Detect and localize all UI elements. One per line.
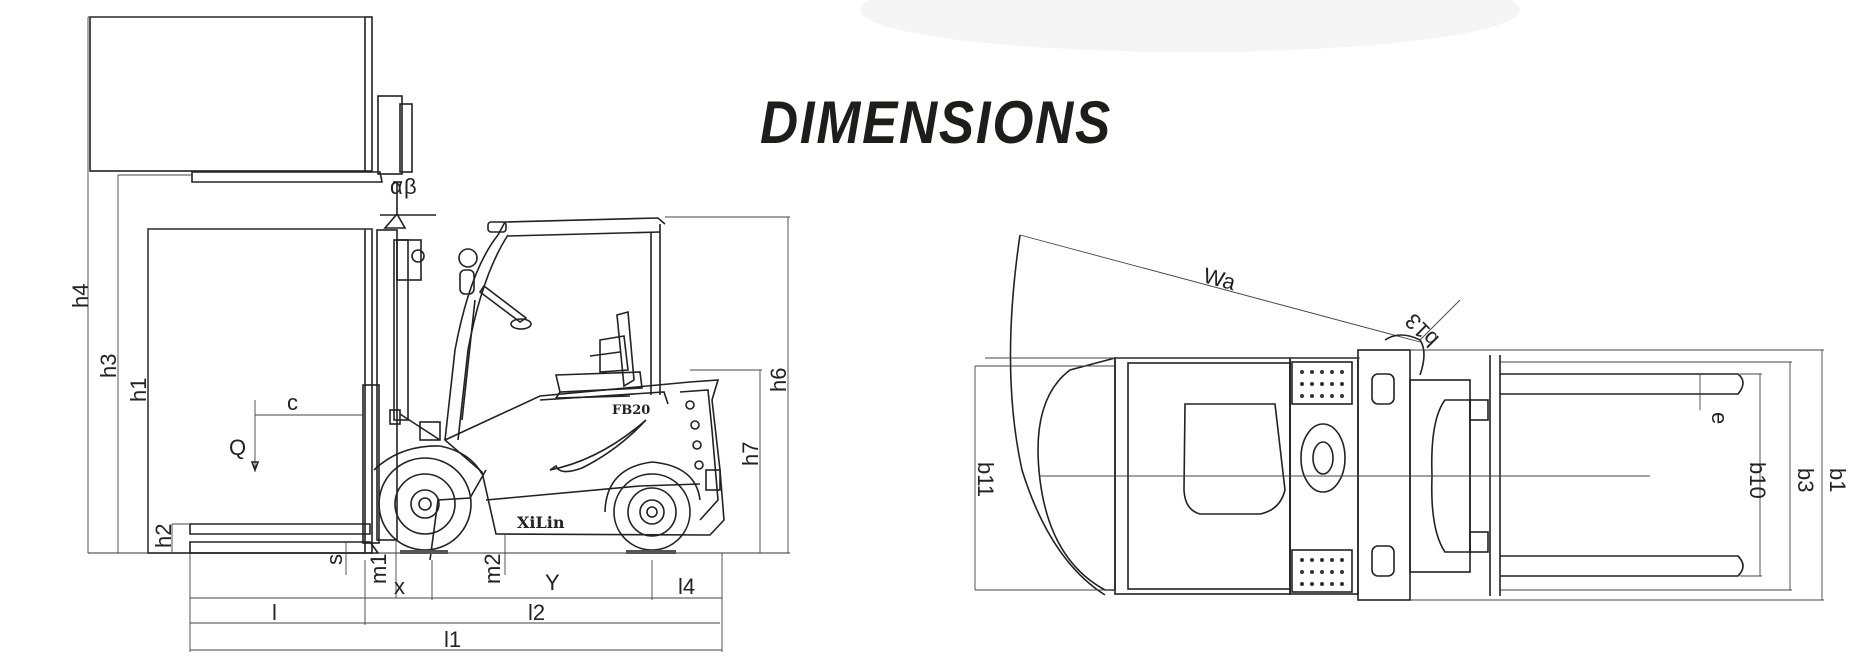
front-wheel-right bbox=[1371, 545, 1395, 577]
model-badge: FB20 bbox=[612, 403, 650, 418]
step-right bbox=[1291, 549, 1353, 593]
turning-arc bbox=[1009, 234, 1106, 596]
overhead-guard bbox=[444, 217, 666, 441]
label-c: c bbox=[287, 390, 298, 415]
label-b11: b11 bbox=[973, 462, 998, 497]
background-blob bbox=[860, 0, 1520, 52]
label-h2: h2 bbox=[151, 524, 176, 548]
label-Y: Y bbox=[545, 570, 560, 595]
label-h4: h4 bbox=[68, 284, 93, 308]
top-view-dimensions bbox=[974, 349, 1824, 601]
label-m1: m1 bbox=[366, 553, 391, 584]
label-h1: h1 bbox=[126, 378, 151, 402]
brand-text: XiLin bbox=[517, 513, 565, 532]
b13-line bbox=[1419, 299, 1461, 341]
label-Q: Q bbox=[229, 435, 246, 460]
label-b10: b10 bbox=[1745, 462, 1770, 499]
label-h3: h3 bbox=[96, 354, 121, 378]
label-b3: b3 bbox=[1793, 468, 1818, 492]
label-h7: h7 bbox=[738, 442, 763, 466]
vertical-dimensions bbox=[87, 16, 790, 575]
operator-seat bbox=[554, 310, 643, 399]
label-l2: l2 bbox=[528, 600, 545, 625]
label-x: x bbox=[394, 574, 405, 599]
label-Wa: Wa bbox=[1201, 263, 1239, 296]
label-alpha: α bbox=[390, 174, 403, 199]
label-s: s bbox=[322, 554, 347, 565]
counterweight-top bbox=[1037, 356, 1116, 591]
rear-wheel bbox=[604, 461, 701, 554]
top-view: Wa b13 e b11 b10 b3 b1 bbox=[973, 234, 1850, 601]
truck-body: FB20 XiLin bbox=[429, 379, 725, 561]
label-l4: l4 bbox=[678, 574, 695, 599]
forks-top bbox=[1489, 355, 1744, 596]
side-view: FB20 XiLin bbox=[68, 16, 791, 652]
label-e: e bbox=[1707, 412, 1732, 424]
label-l1: l1 bbox=[444, 627, 461, 652]
step-left bbox=[1291, 361, 1353, 405]
label-h6: h6 bbox=[766, 368, 791, 392]
front-wheel-left bbox=[1371, 373, 1395, 405]
horizontal-dimensions bbox=[189, 535, 723, 652]
wa-line bbox=[1019, 234, 1421, 343]
label-b1: b1 bbox=[1825, 468, 1850, 492]
load-center bbox=[250, 400, 365, 473]
fork-carriage bbox=[189, 181, 441, 554]
label-beta: β bbox=[404, 174, 417, 199]
tread-dots bbox=[1300, 370, 1344, 586]
steering-top bbox=[1300, 423, 1346, 493]
page-title: DIMENSIONS bbox=[760, 89, 1113, 156]
mid-load bbox=[147, 228, 373, 554]
label-b13: b13 bbox=[1400, 309, 1444, 353]
raised-load bbox=[89, 16, 413, 183]
label-m2: m2 bbox=[480, 553, 505, 584]
label-l: l bbox=[272, 600, 277, 625]
front-wheel bbox=[373, 445, 483, 554]
seat-top bbox=[1183, 403, 1286, 515]
front-axle bbox=[1357, 349, 1411, 601]
